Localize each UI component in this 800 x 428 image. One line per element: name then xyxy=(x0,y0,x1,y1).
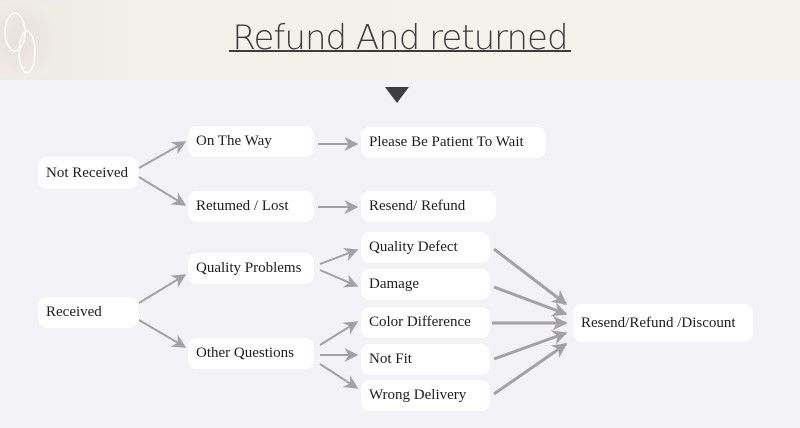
node-quality-problems: Quality Problems xyxy=(188,253,314,284)
node-resend-refund: Resend/ Refund xyxy=(361,191,496,222)
edge-not-received-on-the-way xyxy=(138,141,187,169)
edge-not-received-returned-lost xyxy=(138,176,187,206)
edge-other-questions-wrong-delivery xyxy=(319,363,359,389)
edge-quality-problems-damage xyxy=(319,269,359,288)
edge-received-other-questions xyxy=(138,319,187,348)
node-other-questions: Other Questions xyxy=(188,338,314,369)
node-on-the-way: On The Way xyxy=(188,126,314,157)
down-triangle-icon xyxy=(385,87,409,103)
node-resend-refund-discount: Resend/Refund /Discount xyxy=(573,304,753,342)
edge-other-questions-color-difference xyxy=(319,321,359,346)
edge-not-fit-resolution xyxy=(493,330,568,361)
edge-wrong-delivery-resolution xyxy=(493,342,568,396)
node-damage: Damage xyxy=(361,269,490,300)
edge-received-quality-problems xyxy=(138,274,187,304)
node-wrong-delivery: Wrong Delivery xyxy=(361,380,490,411)
page-title: Refund And returned xyxy=(0,18,800,58)
node-not-fit: Not Fit xyxy=(361,344,490,375)
node-quality-defect: Quality Defect xyxy=(361,232,490,263)
node-please-wait: Please Be Patient To Wait xyxy=(361,127,546,158)
edge-quality-defect-resolution xyxy=(493,247,568,306)
edge-damage-resolution xyxy=(493,285,568,317)
node-color-difference: Color Difference xyxy=(361,307,490,338)
edge-quality-problems-quality-defect xyxy=(319,247,359,265)
node-returned-lost: Retumed / Lost xyxy=(188,191,314,222)
node-received: Received xyxy=(38,297,138,328)
title-text: Refund And returned xyxy=(229,18,571,58)
header-banner xyxy=(0,0,800,80)
node-not-received: Not Received xyxy=(38,157,138,189)
jewelry-decoration xyxy=(0,0,70,80)
